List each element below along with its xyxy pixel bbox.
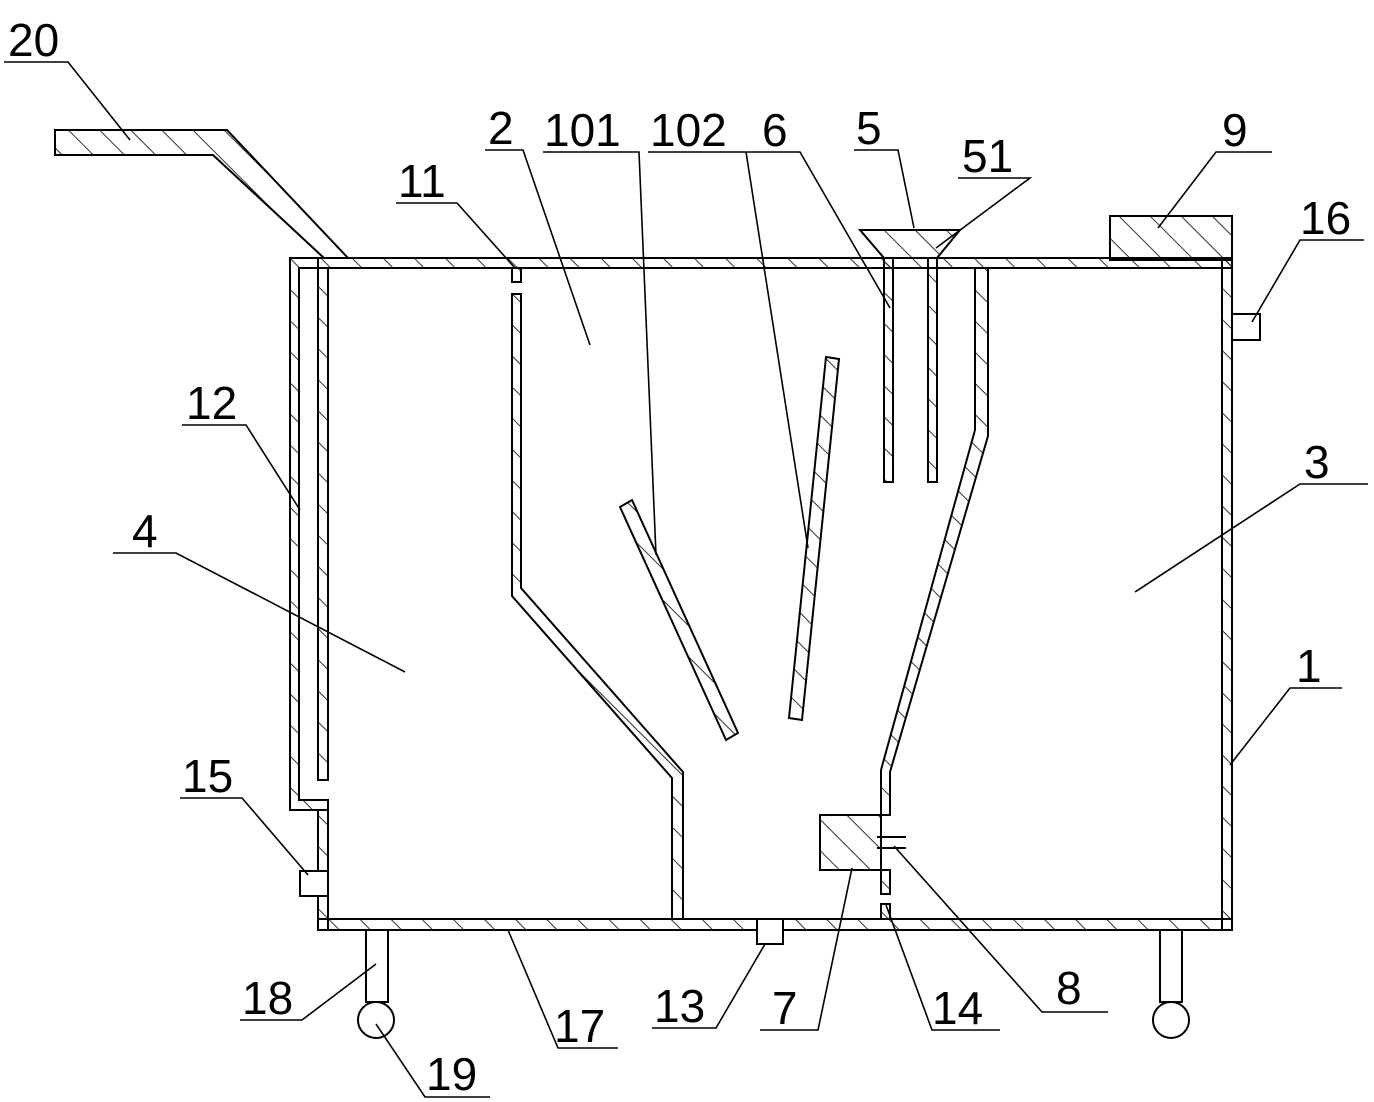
label-4: 4 bbox=[132, 505, 158, 557]
leg-left bbox=[365, 929, 389, 1003]
leader-16 bbox=[1251, 239, 1364, 323]
label-14: 14 bbox=[932, 982, 983, 1034]
leader-2 bbox=[485, 149, 591, 346]
leader-4 bbox=[113, 552, 406, 673]
wheel-left bbox=[357, 1001, 395, 1039]
partition-left bbox=[511, 293, 684, 920]
label-2: 2 bbox=[488, 102, 514, 154]
leader-102 bbox=[648, 151, 809, 549]
inlet-tube-right bbox=[927, 257, 938, 483]
label-101: 101 bbox=[544, 104, 621, 156]
handle bbox=[54, 129, 351, 259]
label-19: 19 bbox=[426, 1048, 477, 1100]
leader-17 bbox=[507, 929, 618, 1049]
leader-5 bbox=[854, 149, 915, 229]
wheel-right bbox=[1152, 1001, 1190, 1039]
outlet-15 bbox=[299, 870, 329, 897]
label-16: 16 bbox=[1300, 192, 1351, 244]
outlet-16 bbox=[1231, 313, 1261, 341]
partition-right-foot bbox=[880, 903, 891, 920]
leader-8 bbox=[893, 845, 1108, 1013]
partition-right bbox=[880, 267, 989, 816]
leader-101 bbox=[543, 151, 657, 556]
drain-13 bbox=[756, 918, 784, 945]
leader-12 bbox=[182, 424, 301, 511]
partition-right-lower bbox=[880, 869, 891, 895]
left-channel-outer bbox=[289, 257, 329, 811]
label-18: 18 bbox=[242, 972, 293, 1024]
partition-stub bbox=[511, 267, 522, 283]
leader-7 bbox=[760, 867, 853, 1031]
left-channel-inner bbox=[317, 267, 329, 781]
top-block bbox=[1109, 215, 1233, 261]
inlet-tube-left bbox=[883, 257, 894, 483]
leader-51 bbox=[935, 177, 1033, 249]
valve-block bbox=[819, 814, 882, 871]
label-6: 6 bbox=[762, 104, 788, 156]
leader-18 bbox=[240, 963, 377, 1021]
leader-3 bbox=[1134, 483, 1368, 593]
label-7: 7 bbox=[772, 982, 798, 1034]
label-3: 3 bbox=[1304, 436, 1330, 488]
leader-19 bbox=[375, 1023, 490, 1098]
leader-11 bbox=[396, 202, 516, 269]
label-51: 51 bbox=[962, 130, 1013, 182]
label-13: 13 bbox=[654, 980, 705, 1032]
label-15: 15 bbox=[182, 750, 233, 802]
baffle-101 bbox=[618, 498, 740, 742]
right-wall bbox=[1221, 257, 1233, 931]
leader-13 bbox=[652, 943, 766, 1029]
leader-14 bbox=[885, 904, 1000, 1031]
baffle-102 bbox=[787, 355, 841, 722]
leader-20 bbox=[4, 61, 131, 141]
leader-6 bbox=[747, 151, 891, 309]
top-wall bbox=[317, 257, 1233, 269]
label-12: 12 bbox=[186, 377, 237, 429]
funnel bbox=[857, 229, 963, 259]
label-5: 5 bbox=[856, 102, 882, 154]
label-9: 9 bbox=[1222, 104, 1248, 156]
label-20: 20 bbox=[8, 14, 59, 66]
leader-15 bbox=[180, 797, 309, 876]
label-102: 102 bbox=[650, 104, 727, 156]
leg-right bbox=[1159, 929, 1183, 1003]
leader-1 bbox=[1229, 687, 1342, 766]
leader-9 bbox=[1157, 151, 1272, 229]
label-17: 17 bbox=[554, 1000, 605, 1052]
label-11: 11 bbox=[398, 155, 446, 207]
label-1: 1 bbox=[1296, 640, 1322, 692]
label-8: 8 bbox=[1056, 962, 1082, 1014]
